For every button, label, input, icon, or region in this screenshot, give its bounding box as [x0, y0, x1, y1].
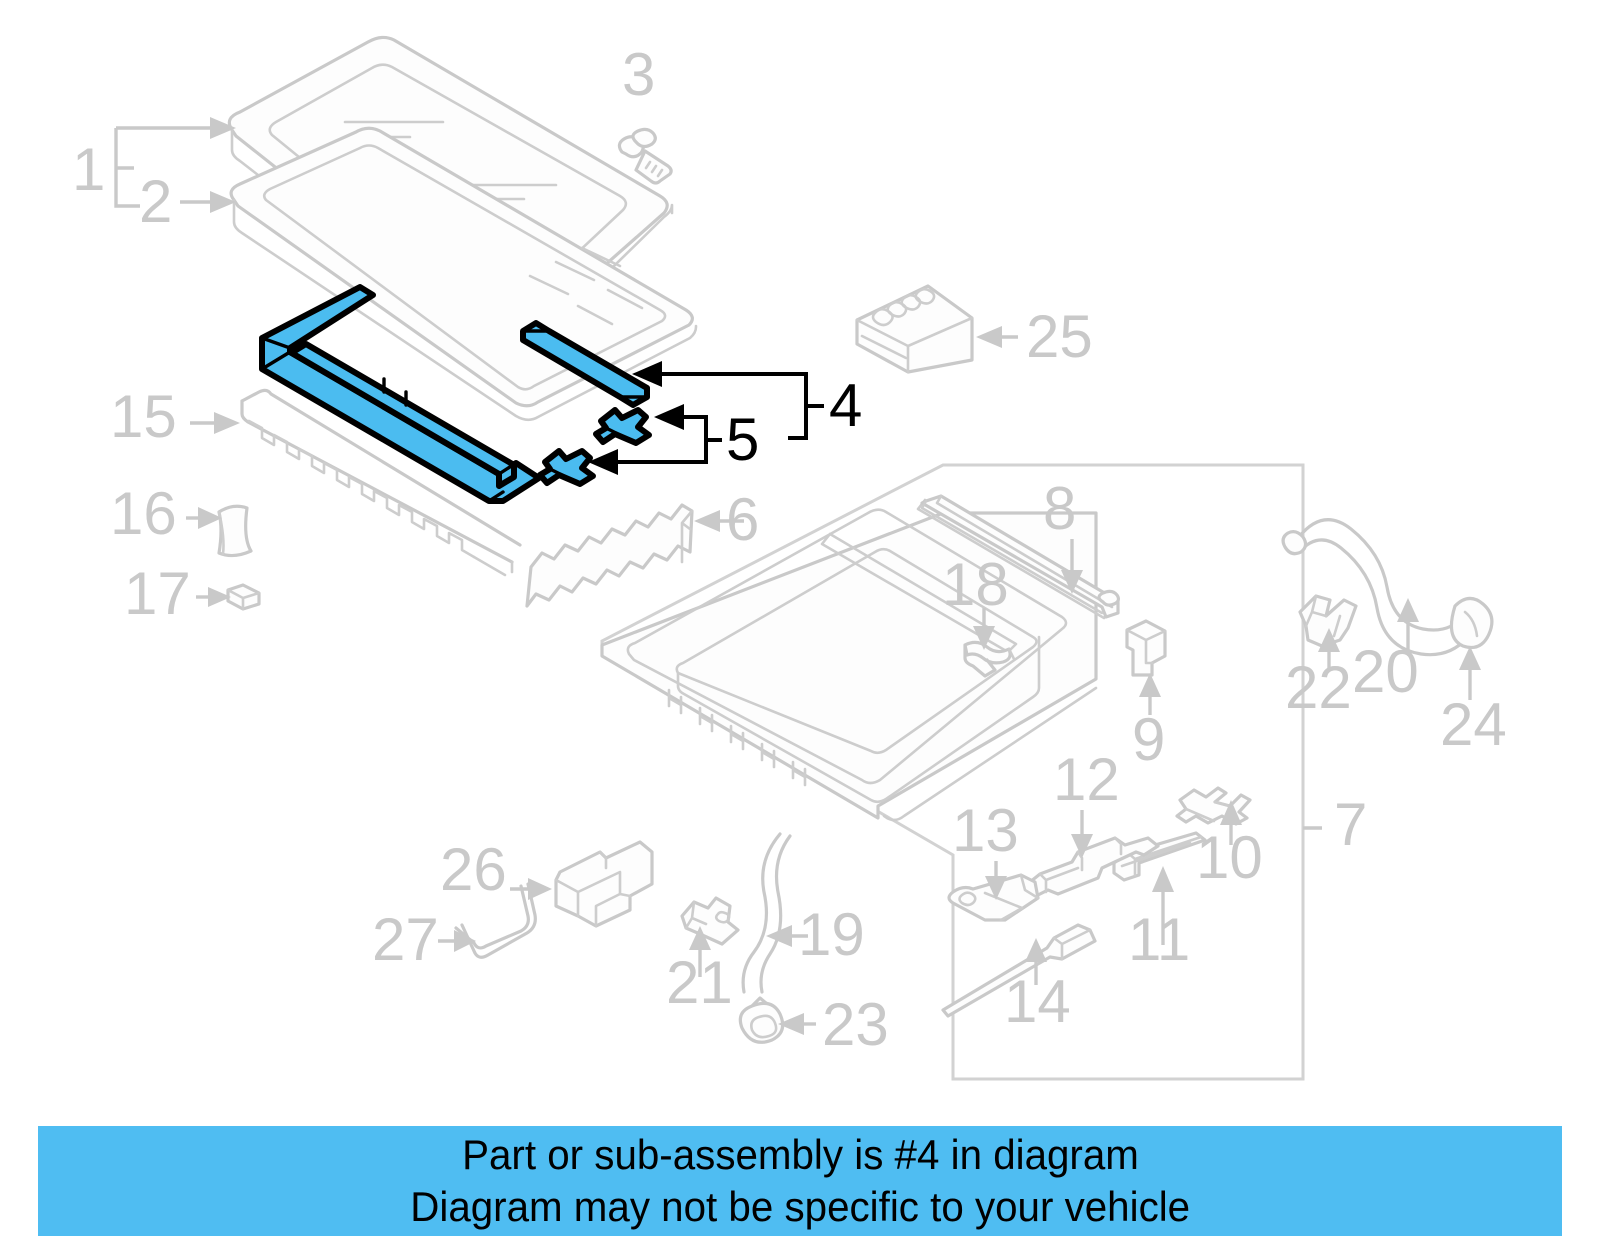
callout-leader-23: [778, 1013, 816, 1035]
callout-leader-15: [190, 412, 240, 434]
spacer-block: [226, 583, 261, 611]
callout-leader-12: [1071, 810, 1093, 858]
callout-label-21: 21: [666, 949, 733, 1016]
drain-hose: [741, 832, 792, 994]
callout-label-12: 12: [1053, 746, 1120, 813]
weatherstrip-seal-highlighted: [259, 284, 650, 504]
callout-label-26: 26: [440, 836, 507, 903]
housing-group-outline: [600, 463, 1305, 1081]
side-trim-rail: [525, 503, 694, 608]
sunshade-rail: [240, 388, 522, 577]
callout-leader-22: [1318, 628, 1340, 670]
crank-handle: [454, 882, 537, 959]
callout-leader-11: [1152, 866, 1174, 945]
callout-leader-5: [588, 404, 722, 475]
callout-leader-16: [186, 507, 222, 529]
callout-label-27: 27: [372, 906, 439, 973]
callout-leader-9: [1139, 673, 1161, 715]
callout-label-4: 4: [829, 372, 862, 439]
callout-label-8: 8: [1043, 475, 1076, 542]
callout-label-24: 24: [1440, 691, 1507, 758]
corner-seal-pad: [217, 504, 253, 558]
grommet: [738, 996, 785, 1044]
hose-bracket: [680, 896, 740, 946]
callout-label-6: 6: [726, 486, 759, 553]
callout-label-14: 14: [1004, 968, 1071, 1035]
callout-label-25: 25: [1026, 303, 1093, 370]
callout-leader-13: [985, 861, 1007, 900]
banner-line-2: Diagram may not be specific to your vehi…: [410, 1183, 1190, 1230]
callout-label-9: 9: [1132, 706, 1165, 773]
drain-tube: [1281, 518, 1494, 657]
roller-guide: [947, 873, 1040, 922]
callout-leader-19: [766, 925, 808, 947]
callout-label-22: 22: [1285, 654, 1352, 721]
banner-line-1: Part or sub-assembly is #4 in diagram: [461, 1131, 1139, 1178]
callout-label-17: 17: [124, 560, 191, 627]
callout-label-15: 15: [110, 383, 177, 450]
callout-label-19: 19: [798, 901, 865, 968]
callout-numbers: 1 2 3 4 5 6 7 8 9 10 11 12 13 14 15 16 1…: [72, 41, 1507, 1058]
control-module: [554, 840, 654, 928]
callout-label-7: 7: [1334, 791, 1367, 858]
callout-label-3: 3: [622, 41, 655, 108]
sunroof-glass-frame: [229, 126, 698, 422]
seal-end-clip-lower: [537, 448, 596, 487]
sunroof-motor: [855, 284, 974, 374]
callout-label-16: 16: [110, 480, 177, 547]
callout-leader-10: [1220, 800, 1242, 845]
callout-leader-27: [438, 930, 476, 952]
drive-cable: [941, 923, 1097, 1018]
callout-label-2: 2: [139, 168, 172, 235]
callout-leader-14: [1025, 938, 1047, 985]
callout-leader-4: [632, 361, 824, 440]
callout-label-13: 13: [952, 797, 1019, 864]
callout-leader-1-2: [114, 117, 236, 213]
callout-label-1: 1: [72, 136, 105, 203]
callout-label-5: 5: [726, 406, 759, 473]
seal-end-clip-upper: [593, 407, 652, 446]
callout-label-23: 23: [822, 991, 889, 1058]
callout-label-10: 10: [1196, 824, 1263, 891]
sunroof-housing: [600, 498, 1112, 822]
mounting-bolt: [617, 127, 673, 185]
callout-leader-17: [196, 587, 231, 607]
callout-label-11: 11: [1128, 906, 1190, 973]
callout-leader-25: [976, 326, 1018, 348]
callout-leader-6: [694, 510, 744, 532]
info-banner: Part or sub-assembly is #4 in diagram Di…: [38, 1126, 1562, 1236]
callout-leader-18: [973, 608, 995, 650]
callout-leader-21: [689, 926, 711, 977]
stop-block: [1125, 619, 1167, 677]
callout-leader-24: [1459, 646, 1481, 700]
callout-leader-20: [1397, 598, 1419, 650]
hose-clip: [1298, 594, 1358, 648]
callout-label-20: 20: [1352, 638, 1419, 705]
callout-leader-8: [1061, 539, 1083, 594]
callout-leader-26: [510, 878, 552, 900]
callout-label-18: 18: [942, 551, 1009, 618]
